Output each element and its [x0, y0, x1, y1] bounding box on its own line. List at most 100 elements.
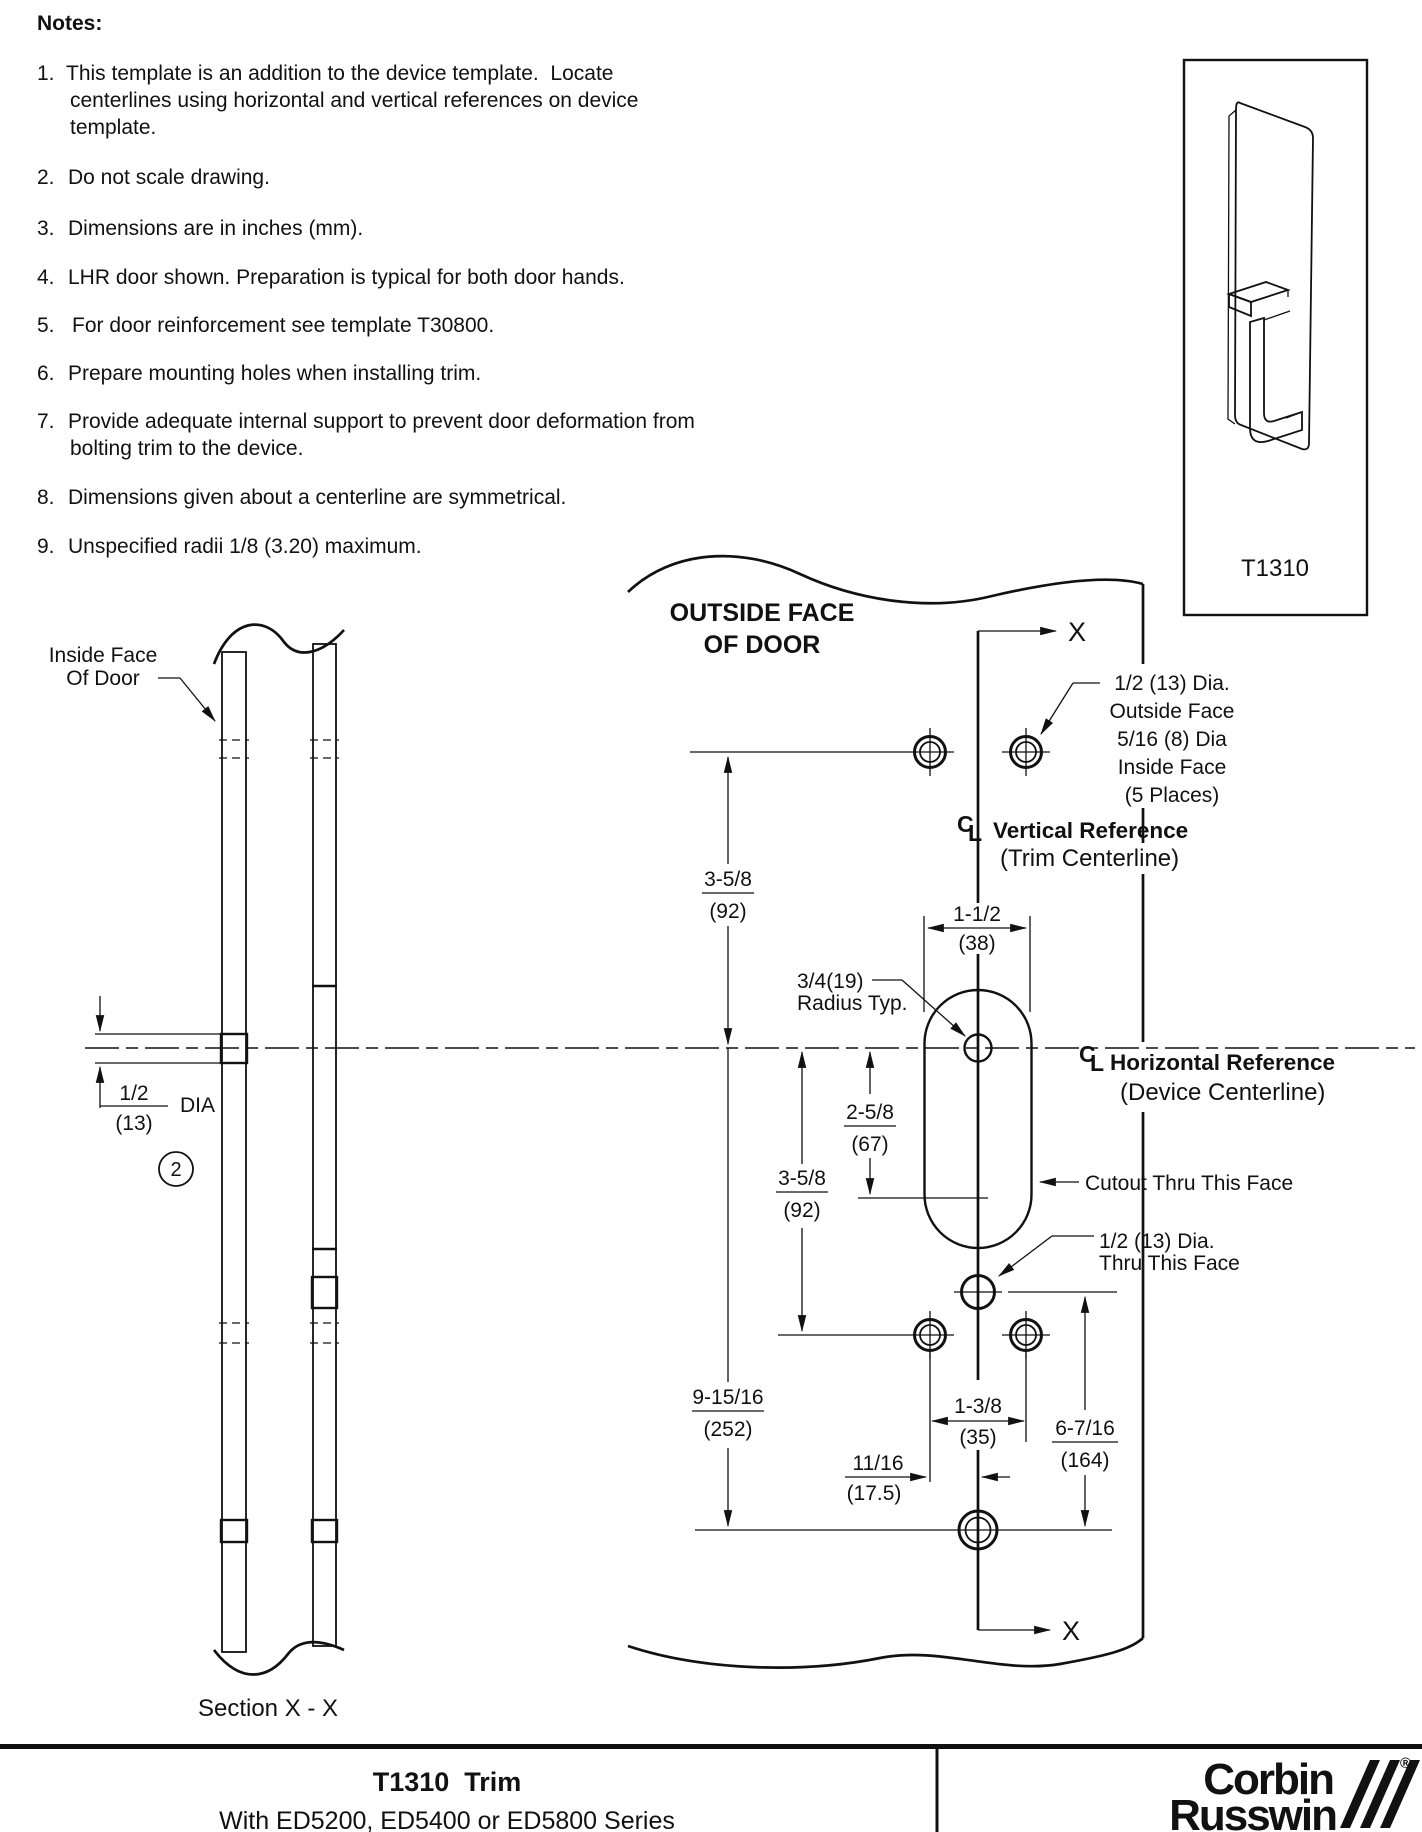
centerline-symbol: L	[1090, 1050, 1104, 1076]
vertical-reference-label: C L Vertical Reference (Trim Centerline)	[957, 811, 1188, 872]
dim-mm: (164)	[1060, 1449, 1109, 1472]
leader-arrow	[901, 979, 966, 1037]
leader-arrow	[1040, 682, 1074, 735]
note-number: 4.	[37, 266, 55, 289]
cutout-note-text: Cutout Thru This Face	[1085, 1172, 1293, 1195]
trim-illustration	[1226, 101, 1314, 451]
top-break-line	[212, 623, 345, 665]
dim-value: 2-5/8	[846, 1101, 894, 1124]
balloon-circle	[158, 1151, 194, 1187]
dim-value: 3-5/8	[704, 868, 752, 891]
inside-face-label: Of Door	[66, 667, 140, 690]
dim-value: 1-1/2	[953, 903, 1001, 926]
thru-note-line: Thru This Face	[1099, 1252, 1240, 1275]
dim-mm: (35)	[959, 1426, 996, 1449]
logo-stripe	[1340, 1760, 1380, 1828]
dim-suffix: DIA	[180, 1094, 215, 1117]
dim-value: 3-5/8	[778, 1167, 826, 1190]
cutout-gap-section	[314, 986, 335, 1249]
note-line: Dimensions are in inches (mm).	[68, 217, 363, 240]
note-number: 6.	[37, 362, 55, 385]
trim-pull-top-edge	[1263, 310, 1291, 321]
note-line: centerlines using horizontal and vertica…	[70, 89, 639, 112]
centerline-symbol: C	[1079, 1041, 1096, 1067]
bottom-hole-outside-skin	[310, 1518, 339, 1544]
half-dia-inside-hole	[963, 1033, 993, 1063]
trim-pull-foot-edge	[1285, 411, 1303, 419]
view-title: OF DOOR	[704, 631, 821, 659]
leader-arrow	[179, 677, 216, 722]
notes-heading: Notes:	[37, 12, 102, 35]
trim-box-border	[1182, 58, 1369, 617]
mounting-hole	[1002, 1311, 1050, 1359]
dim-mm: (92)	[709, 900, 746, 923]
dim-value: 6-7/16	[1055, 1417, 1115, 1440]
dim-value: 1/2	[119, 1082, 148, 1105]
inside-face-label: Inside Face	[49, 644, 158, 667]
hole-note-line: Inside Face	[1118, 756, 1227, 779]
note-line: Prepare mounting holes when installing t…	[68, 362, 481, 385]
door-bottom-break	[627, 1636, 1144, 1669]
brand-name-line2: Russwin	[1169, 1791, 1336, 1832]
note-line: Dimensions given about a centerline are …	[68, 486, 566, 509]
radius-note-line: 3/4(19)	[797, 970, 864, 993]
note-line: Do not scale drawing.	[68, 166, 270, 189]
hole-note-line: (5 Places)	[1125, 784, 1220, 807]
bottom-break-line	[212, 1640, 345, 1676]
mounting-hole	[906, 1311, 954, 1359]
dim-value: 1-3/8	[954, 1395, 1002, 1418]
oval-cutout	[923, 988, 1033, 1250]
dim-mm: (92)	[783, 1199, 820, 1222]
note-line: LHR door shown. Preparation is typical f…	[68, 266, 625, 289]
footer-subtitle: With ED5200, ED5400 or ED5800 Series	[219, 1807, 675, 1832]
horizontal-reference-title: Horizontal Reference	[1110, 1050, 1335, 1075]
centerline-symbol: C	[957, 811, 974, 837]
logo-stripe	[1380, 1760, 1420, 1828]
mounting-hole	[1002, 728, 1050, 776]
horizontal-reference-sub: (Device Centerline)	[1120, 1079, 1325, 1106]
x-axis-label-bottom: X	[1062, 1616, 1080, 1646]
inside-face-skin	[221, 651, 247, 1653]
outside-face-skin	[312, 643, 337, 1647]
dim-mm: (17.5)	[847, 1482, 902, 1505]
view-title: OUTSIDE FACE	[670, 599, 855, 627]
dim-mm: (252)	[703, 1418, 752, 1441]
note-line: Provide adequate internal support to pre…	[68, 410, 695, 433]
notes-block: Notes: 1. This template is an addition t…	[37, 12, 695, 558]
section-caption: Section X - X	[198, 1695, 338, 1722]
thru-note: 1/2 (13) Dia. Thru This Face	[998, 1230, 1240, 1277]
radius-note: 3/4(19) Radius Typ.	[797, 970, 966, 1037]
vertical-reference-title: Vertical Reference	[993, 818, 1188, 843]
centerline-symbol: L	[968, 820, 982, 846]
brand-name-line1: Corbin	[1203, 1755, 1333, 1804]
mounting-hole-bottom	[950, 1502, 1006, 1558]
hole-note-line: 5/16 (8) Dia	[1117, 728, 1227, 751]
note-line: For door reinforcement see template T308…	[72, 314, 494, 337]
trim-thumbpiece-side	[1250, 289, 1289, 303]
note-number: 1.	[37, 62, 55, 85]
note-number: 3.	[37, 217, 55, 240]
dim-mm: (67)	[851, 1133, 888, 1156]
dim-value: 11/16	[853, 1452, 904, 1475]
note-number: 5.	[37, 314, 55, 337]
dim-value: 9-15/16	[692, 1386, 763, 1409]
balloon-number: 2	[170, 1159, 181, 1181]
note-number: 9.	[37, 535, 55, 558]
horizontal-reference-label: C L Horizontal Reference (Device Centerl…	[1079, 1041, 1335, 1106]
trim-plate-edge	[1227, 109, 1237, 425]
thru-hole-outside-skin	[310, 1275, 339, 1310]
radius-note-line: Radius Typ.	[797, 992, 908, 1015]
trim-pull-handle	[1249, 316, 1303, 443]
trim-box-label: T1310	[1241, 555, 1309, 582]
dim-mm: (38)	[958, 932, 995, 955]
trim-picture-box: T1310	[1182, 58, 1369, 617]
x-axis-label-top: X	[1068, 617, 1086, 647]
door-top-break	[627, 554, 1144, 605]
front-view: OUTSIDE FACE OF DOOR X X	[85, 554, 1415, 1669]
hole-note: 1/2 (13) Dia. Outside Face 5/16 (8) Dia …	[1040, 672, 1234, 807]
logo-stripe	[1360, 1760, 1400, 1828]
note-number: 7.	[37, 410, 55, 433]
note-line: bolting trim to the device.	[70, 437, 303, 460]
corbin-russwin-logo: Corbin Russwin ®	[1169, 1755, 1420, 1832]
